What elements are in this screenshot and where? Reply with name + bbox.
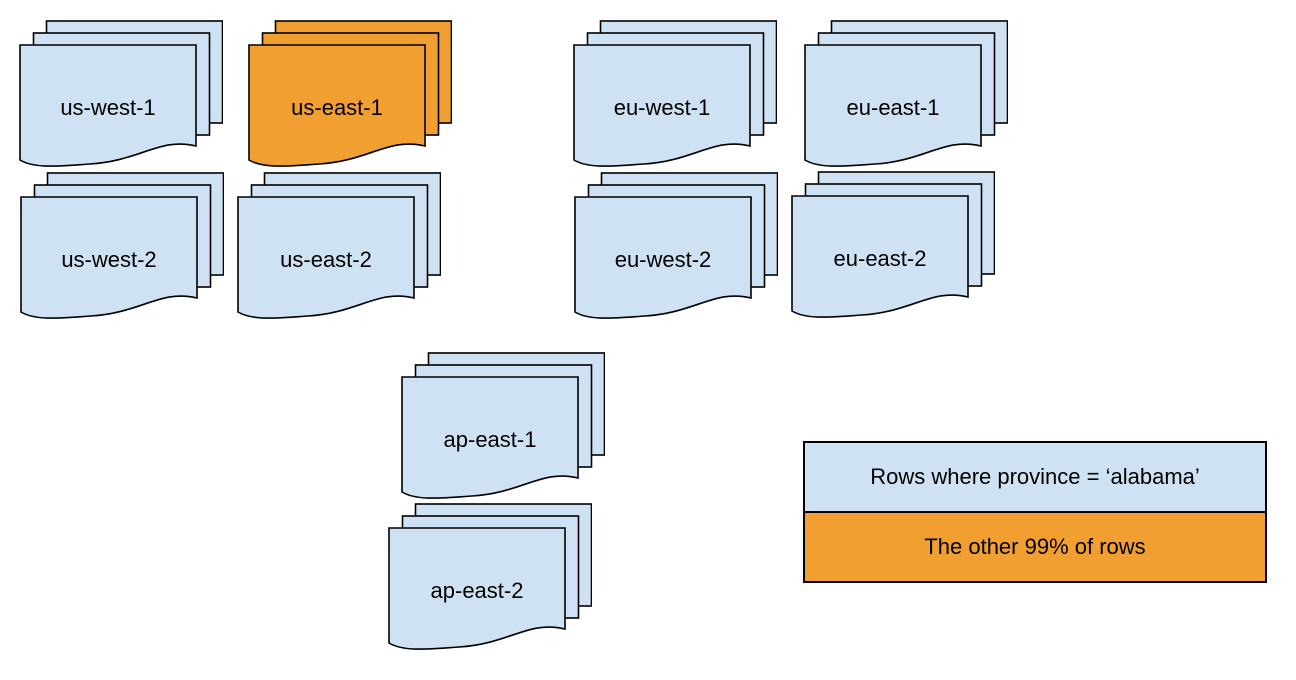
document-front (20, 196, 198, 319)
region-stack-ap-east-1: ap-east-1 (401, 352, 605, 505)
document-stack-icon (19, 20, 223, 167)
document-front (574, 196, 752, 319)
region-stack-us-east-1: us-east-1 (248, 20, 452, 173)
region-stack-us-west-2: us-west-2 (20, 172, 224, 325)
document-front (237, 196, 415, 319)
document-stack-icon (20, 172, 224, 319)
document-stack-icon (248, 20, 452, 167)
document-stack-icon (573, 20, 777, 167)
legend: Rows where province = ‘alabama’ The othe… (803, 441, 1267, 583)
document-front (804, 44, 982, 167)
region-stack-eu-west-2: eu-west-2 (574, 172, 778, 325)
document-front (401, 376, 579, 499)
region-stack-eu-east-2: eu-east-2 (791, 171, 995, 324)
document-stack-icon (574, 172, 778, 319)
region-stack-eu-west-1: eu-west-1 (573, 20, 777, 173)
document-front (248, 44, 426, 167)
region-stack-us-east-2: us-east-2 (237, 172, 441, 325)
region-stack-ap-east-2: ap-east-2 (388, 503, 592, 656)
document-stack-icon (791, 171, 995, 318)
document-stack-icon (804, 20, 1008, 167)
document-front (388, 527, 566, 650)
document-front (19, 44, 197, 167)
legend-item-alabama-rows: Rows where province = ‘alabama’ (805, 443, 1265, 513)
document-front (791, 195, 969, 318)
document-stack-icon (401, 352, 605, 499)
document-stack-icon (237, 172, 441, 319)
region-stack-eu-east-1: eu-east-1 (804, 20, 1008, 173)
legend-item-other-rows: The other 99% of rows (805, 513, 1265, 581)
document-front (573, 44, 751, 167)
document-stack-icon (388, 503, 592, 650)
region-stack-us-west-1: us-west-1 (19, 20, 223, 173)
